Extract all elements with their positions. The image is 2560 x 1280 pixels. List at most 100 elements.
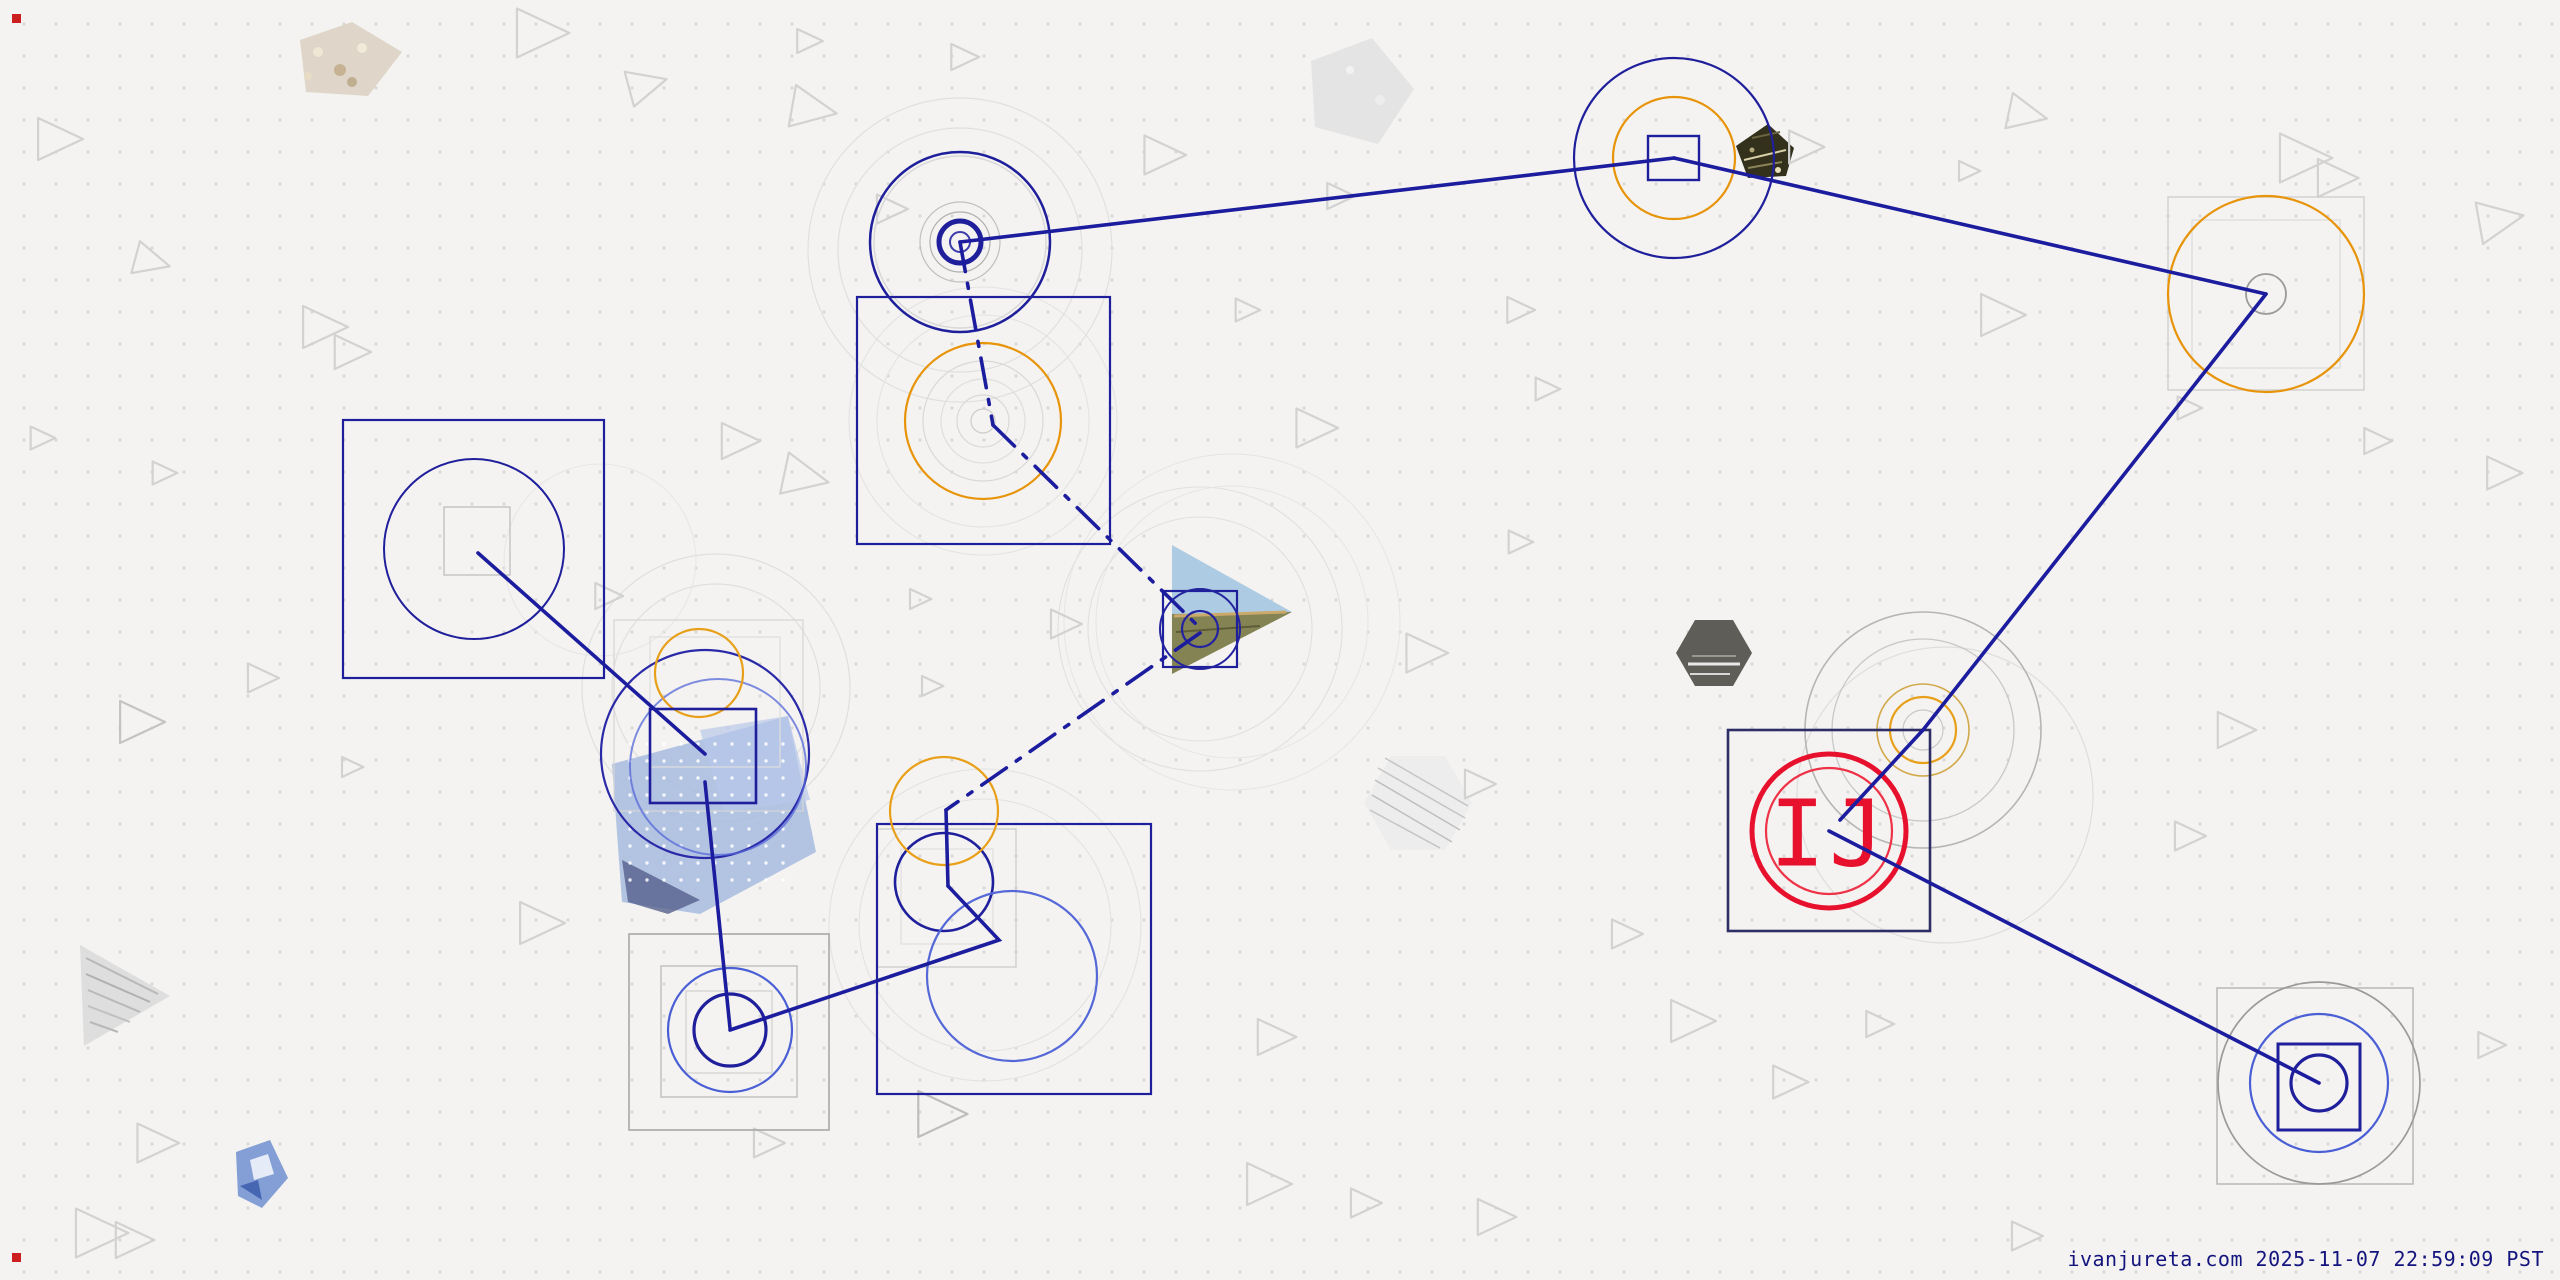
triangle-icon	[515, 7, 571, 59]
triangle-icon	[720, 421, 762, 461]
faint-rings	[828, 768, 1142, 1082]
corner-mark	[12, 14, 21, 23]
triangle-icon	[917, 1089, 969, 1139]
triangle-icon	[920, 674, 945, 698]
node-top-hub	[868, 150, 1052, 334]
edges	[476, 156, 2321, 1085]
triangle-icon	[1326, 181, 1357, 211]
photo-fragment-landscape-triangle	[1172, 545, 1292, 674]
triangle-icon	[1049, 608, 1084, 640]
node-left-box	[341, 418, 606, 680]
triangle-icon	[2278, 132, 2334, 184]
timestamp-label: ivanjureta.com 2025-11-07 22:59:09 PST	[2067, 1247, 2544, 1271]
triangle-icon	[1234, 297, 1262, 323]
edge-line	[728, 884, 1003, 1032]
faint-rings	[1063, 453, 1401, 791]
faint-rings	[848, 286, 1118, 556]
faint-rings	[1796, 646, 2094, 944]
edge-line	[958, 240, 995, 427]
triangle-icon	[2363, 426, 2394, 456]
faint-rings	[807, 97, 1113, 403]
edge-line	[958, 156, 1676, 244]
triangle-decorations	[29, 7, 2525, 1260]
triangle-icon	[74, 1207, 130, 1259]
triangle-icon	[1957, 159, 1982, 183]
triangle-icon	[1295, 407, 1340, 449]
triangle-icon	[1463, 768, 1498, 800]
triangle-icon	[519, 900, 567, 946]
photo-fragment-tan-pebbles	[300, 22, 402, 96]
edge-line	[476, 551, 707, 756]
node-logo-badge: IJ	[1726, 728, 1932, 933]
triangle-icon	[908, 587, 933, 611]
photo-fragment-stripe-triangle	[80, 945, 170, 1046]
triangle-icon	[1143, 134, 1188, 176]
edge-line	[1672, 156, 2268, 296]
triangle-icon	[2316, 157, 2360, 199]
triangle-icon	[2173, 820, 2208, 852]
triangle-icon	[1405, 632, 1450, 674]
triangle-icon	[623, 70, 668, 108]
triangle-icon	[2486, 455, 2524, 491]
triangle-icon	[1349, 1187, 1384, 1219]
triangle-icon	[333, 333, 373, 371]
triangle-icon	[1534, 376, 1562, 402]
triangle-icon	[29, 425, 57, 451]
triangle-icon	[2216, 710, 2258, 750]
node-bottom-left-target	[628, 933, 830, 1131]
edge-line	[703, 780, 732, 1030]
faint-rings	[503, 463, 697, 657]
triangle-icon	[37, 116, 85, 162]
triangle-icon	[1507, 529, 1535, 555]
edge-line	[944, 808, 950, 888]
triangle-icon	[787, 83, 838, 128]
triangle-icon	[779, 451, 830, 495]
triangle-icon	[950, 42, 981, 72]
triangle-icon	[752, 1127, 787, 1159]
faint-rings	[1057, 486, 1343, 772]
edge-line	[1827, 829, 2321, 1085]
triangle-icon	[1610, 918, 1645, 950]
node-top-right-ring	[1572, 56, 1776, 260]
triangle-icon	[2477, 1030, 2508, 1060]
node-far-right-ring	[2166, 194, 2366, 394]
edge-line	[1921, 292, 2268, 732]
triangle-icon	[119, 699, 167, 745]
triangle-icon	[114, 1220, 156, 1260]
node-small-square	[1159, 588, 1241, 670]
triangle-icon	[1788, 129, 1826, 165]
photo-fragment-dark-chip	[1736, 124, 1794, 178]
logo-text: IJ	[1770, 781, 1889, 888]
triangle-icon	[1246, 1161, 1294, 1207]
edge-line	[1838, 728, 1925, 822]
triangle-icon	[594, 581, 625, 611]
corner-mark	[12, 1253, 21, 1262]
triangle-icon	[130, 240, 171, 275]
triangle-icon	[151, 460, 179, 486]
triangle-icon	[2474, 201, 2525, 246]
triangle-icon	[1772, 1064, 1810, 1100]
edge-line	[991, 423, 1199, 627]
triangle-icon	[1865, 1009, 1896, 1039]
triangle-icon	[1476, 1197, 1518, 1237]
triangle-icon	[1980, 292, 2028, 338]
node-orange-box	[855, 295, 1112, 546]
triangle-icon	[302, 304, 350, 350]
triangle-icon	[340, 755, 365, 779]
photo-fragment-blue-chip	[236, 1140, 288, 1208]
node-bottom-right-target	[2216, 981, 2421, 1185]
triangle-icon	[2010, 1220, 2045, 1252]
edge-line	[944, 631, 1202, 812]
node-mid-cluster	[875, 755, 1153, 1096]
triangle-icon	[1670, 998, 1718, 1044]
node-blue-cluster	[599, 619, 811, 860]
triangle-icon	[136, 1122, 181, 1164]
triangle-icon	[2004, 91, 2048, 130]
triangle-icon	[1506, 295, 1537, 325]
triangle-icon	[796, 27, 824, 55]
photo-fragment-stripe-hexagon	[1364, 756, 1472, 850]
photo-fragment-dark-hexagon	[1676, 620, 1752, 686]
triangle-icon	[246, 662, 281, 694]
